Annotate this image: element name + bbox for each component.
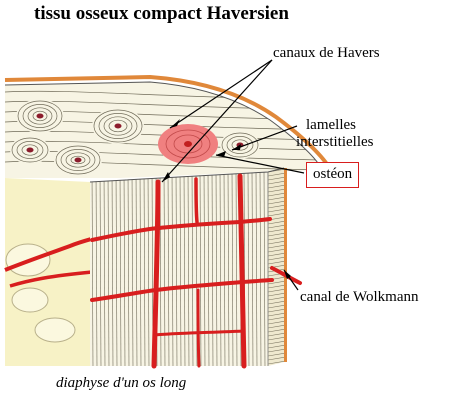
pointer-lines [161, 59, 305, 291]
label-lamelles-interstitielles: lamelles interstitielles [296, 117, 373, 151]
label-canal-wolkmann: canal de Wolkmann [300, 289, 419, 305]
left-vessel-2 [9, 270, 93, 288]
periosteum-top [4, 74, 332, 171]
diagram-title: tissu osseux compact Haversien [34, 3, 289, 24]
pointer-arrowheads [162, 119, 291, 279]
label-osteon-box: ostéon [306, 162, 360, 188]
left-vessel [4, 236, 96, 272]
side-face [268, 168, 284, 366]
label-lamelles-line1: lamelles [306, 117, 356, 133]
vessel-network [90, 173, 302, 369]
label-lamelles-line2: interstitielles [296, 134, 374, 150]
diagram-caption: diaphyse d'un os long [56, 375, 187, 391]
label-canaux-havers: canaux de Havers [273, 45, 380, 61]
top-cut-surface [5, 82, 322, 178]
top-surface-outline [4, 81, 323, 171]
